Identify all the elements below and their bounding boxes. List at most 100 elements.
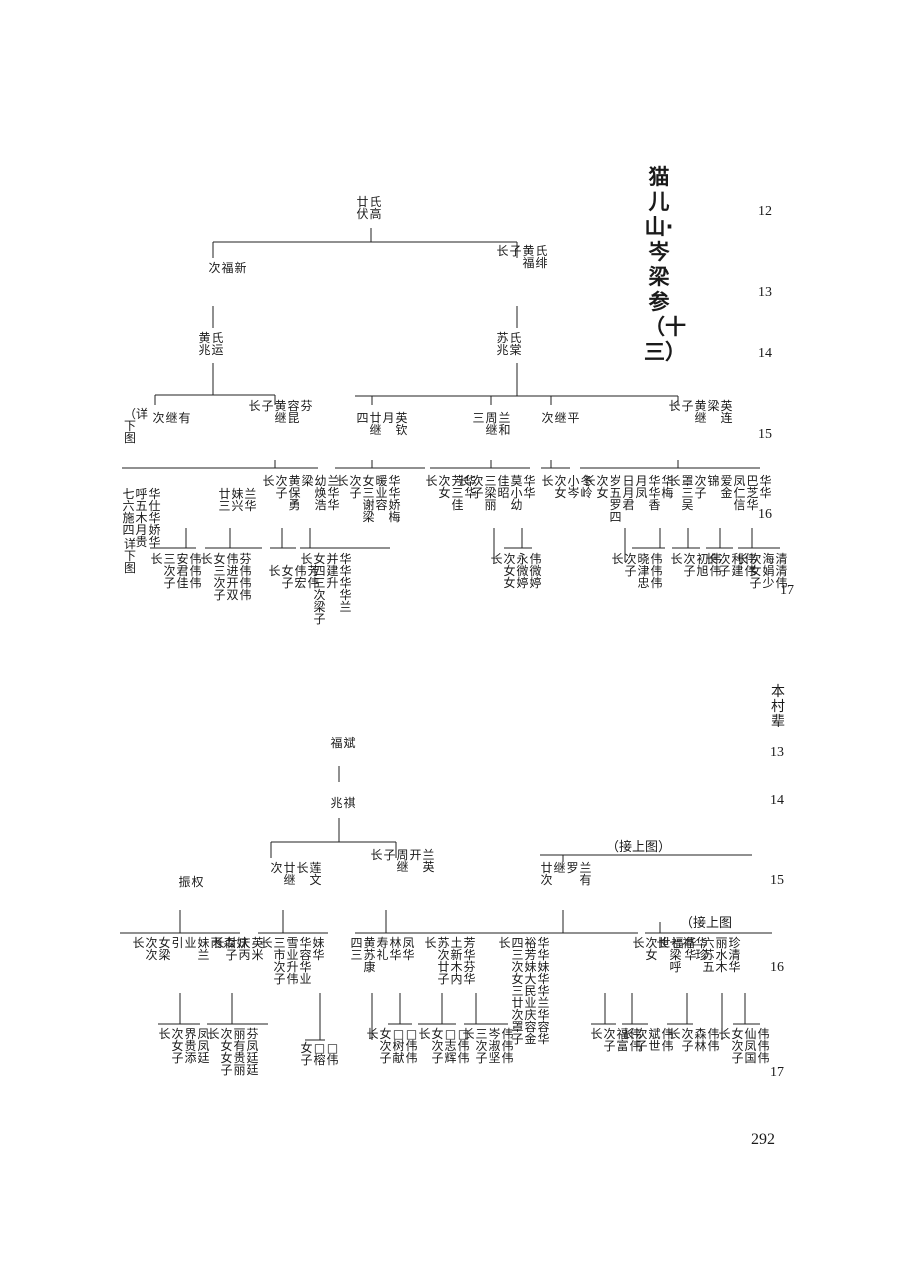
top-person-node: 长子黄继容昆芬 (248, 400, 313, 424)
name-column: 伟伟 (707, 1027, 720, 1053)
name-column: 森 (223, 936, 236, 950)
name-column: 伟伟伟 (650, 552, 663, 590)
bottom-person-node: 六苏五丽水木珍清华 (702, 937, 741, 973)
name-column: 长 (541, 474, 554, 488)
top-person-node: 长罩三吴次子锦爱金凤仁信巴芝华华华 (668, 475, 772, 511)
name-column: 黄兆 (198, 331, 211, 357)
name-column: 伟伟伟 (189, 552, 202, 590)
name-column: 长 (262, 474, 275, 488)
name-column: 长 (200, 552, 213, 566)
name-column: 初旭 (696, 552, 709, 578)
name-column: 黄福 (522, 244, 535, 270)
top-person-node: 长子黄继梁英连 (668, 400, 733, 424)
name-column: 次子 (683, 552, 696, 578)
name-column: 长 (656, 936, 669, 950)
name-column: 三 (472, 411, 485, 425)
top-person-node: 长次女岁五罗四日月君月凤华华香华梅 (583, 475, 674, 523)
bottom-person-node: 次廿继长莲文 (270, 862, 322, 886)
name-column: 妹兰 (197, 936, 210, 962)
name-column: 伟进开双 (226, 552, 239, 602)
bottom-person-node: 长次女女子丽有贵丽芬凤廷廷 (207, 1028, 259, 1076)
name-column: 黄苏康 (363, 936, 376, 974)
bottom-person-node: 长三次子岑淑坚伟伟伟 (462, 1028, 514, 1064)
name-column: □伟伟 (405, 1027, 418, 1065)
name-column: 女四三次梁子 (313, 552, 326, 626)
name-column: 长 (296, 861, 309, 875)
name-column: 子 (509, 244, 522, 258)
name-column: 容昆 (287, 399, 300, 425)
name-column: 次子 (603, 1027, 616, 1053)
name-column: 次子 (275, 474, 288, 500)
top-person-node: 四廿继月英钦 (356, 412, 408, 436)
name-column: 斌 (343, 736, 356, 750)
name-column: 英米 (251, 936, 264, 962)
name-column: 长 (490, 552, 503, 566)
name-column: 华华香 (648, 474, 661, 512)
name-column: 小岑 (567, 474, 580, 500)
name-column: 芳伟 (307, 564, 320, 590)
top-person-node: 次继平 (541, 412, 580, 424)
name-column: 祺 (343, 796, 356, 810)
name-column: 长 (207, 1027, 220, 1041)
name-column: 长 (418, 1027, 431, 1041)
name-column: 长 (370, 848, 383, 862)
name-column: 华珍 (695, 936, 708, 962)
name-column: 振 (178, 875, 191, 889)
name-column: 氏绯 (535, 244, 548, 270)
name-column: 兆 (330, 796, 343, 810)
name-column: 丽有贵丽 (233, 1027, 246, 1077)
name-column: 次子 (681, 1027, 694, 1053)
name-column: 子 (383, 848, 396, 862)
bottom-person-node: 长次次女梁引业妹兰丙森妹 (132, 937, 249, 961)
name-column: 女三谢梁 (362, 474, 375, 524)
name-column: 斌世 (648, 1027, 661, 1053)
name-column: 罗 (566, 861, 579, 875)
top-person-node: 次继有 (152, 412, 191, 424)
name-column: 珍清华 (728, 936, 741, 974)
name-column: 次女 (554, 474, 567, 500)
name-column: □志辉 (444, 1027, 457, 1065)
name-column: 女次子 (731, 1027, 744, 1065)
name-column: 四三 (350, 936, 363, 962)
name-column: 女梁 (158, 936, 171, 962)
name-column: 周继 (485, 411, 498, 437)
name-column: 日月君 (622, 474, 635, 512)
name-column: 女子 (300, 1041, 313, 1067)
name-column: 次次 (145, 936, 158, 962)
name-column: 业 (184, 936, 197, 950)
name-column: 次 (152, 411, 165, 425)
name-column: 清清伟 (775, 552, 788, 590)
name-column: 月凤 (635, 474, 648, 500)
top-person-node: 苏兆氏棠 (496, 332, 522, 356)
top-person-node: 长女子伟宏芳伟 (268, 565, 320, 589)
name-column: 华华 (523, 474, 536, 500)
name-column: 三次子 (475, 1027, 488, 1065)
name-column: 妹 (236, 936, 249, 950)
bottom-person-node: 长三市次子雪业升伟华容华业妹华 (260, 937, 325, 985)
name-column: 土新木内 (450, 936, 463, 986)
name-column: □树献 (392, 1027, 405, 1065)
name-column: 界贵添 (184, 1027, 197, 1065)
name-column: 长 (632, 936, 645, 950)
generation-number: 12 (758, 204, 772, 219)
name-column: 凤华 (402, 936, 415, 962)
name-column: 长 (132, 936, 145, 950)
name-column: 丽水木 (715, 936, 728, 974)
top-person-node: 廿三妹兴兰华 (218, 488, 257, 512)
bottom-person-node: 长次女世福华华 (632, 937, 697, 961)
name-column: 开 (409, 848, 422, 862)
name-column: 黄继 (274, 399, 287, 425)
name-column: 长 (424, 936, 437, 950)
name-column: 长 (668, 474, 681, 488)
bottom-person-node: 四三黄苏康寿礼林华凤华 (350, 937, 415, 973)
name-column: □伟 (326, 1041, 339, 1067)
column-header: 本村辈 (771, 684, 785, 730)
name-column: 妹华 (312, 936, 325, 962)
name-column: 长 (150, 552, 163, 566)
name-column: 子 (261, 399, 274, 413)
name-column: 寿礼 (376, 936, 389, 962)
name-column: 伟伟 (744, 552, 757, 578)
bottom-person-node: 长女次子□志辉□伟伟 (418, 1028, 470, 1064)
name-column: 廿三 (218, 487, 231, 513)
